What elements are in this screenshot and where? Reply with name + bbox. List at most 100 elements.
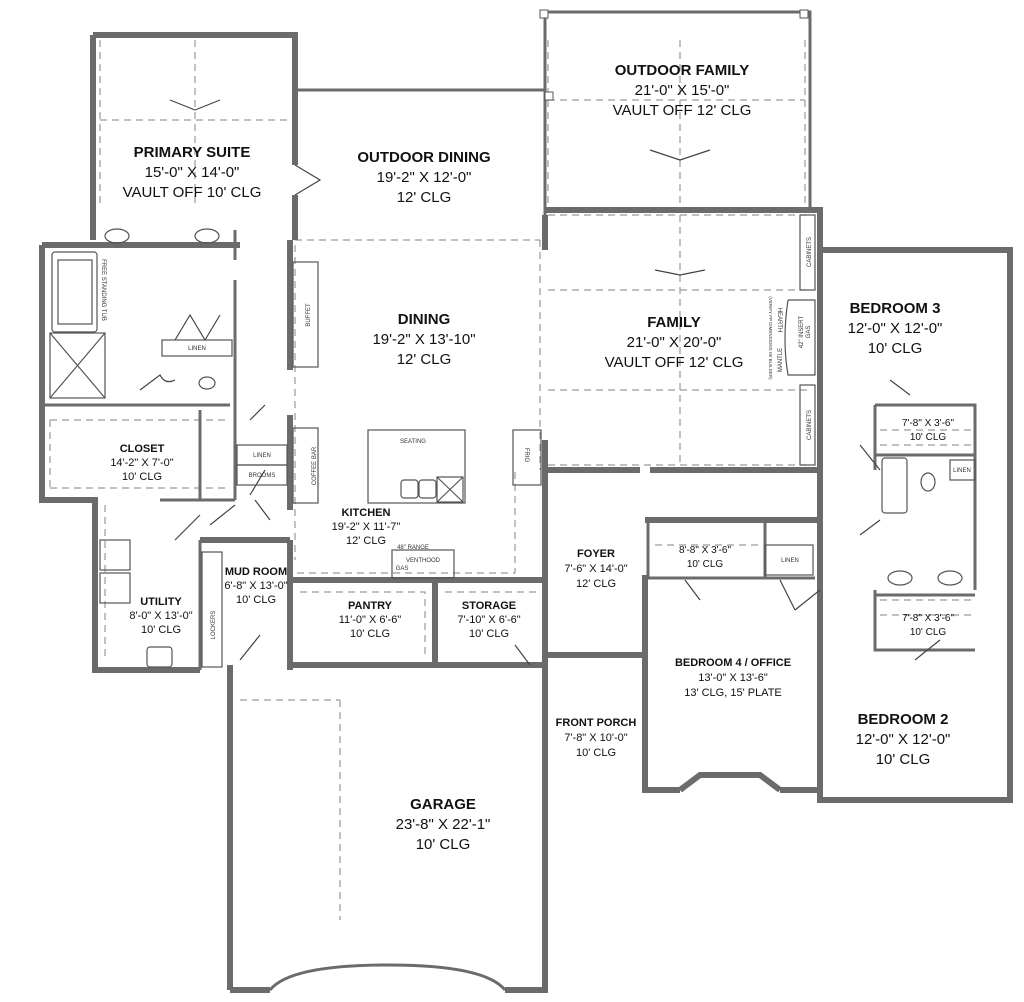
room-label-text: 8'-8" X 3'-6" (679, 545, 732, 556)
coffee-bar-label: COFFEE BAR (312, 446, 318, 485)
doors (139, 99, 941, 666)
room-label-text: 10' CLG (469, 628, 509, 640)
room-kitchen: KITCHEN 19'-2" X 11'-7" 12' CLG (332, 507, 401, 547)
room-label-text: 7'-8" X 3'-6" (902, 613, 955, 624)
room-label-text: FOYER (577, 548, 615, 560)
room-primary-suite: PRIMARY SUITE 15'-0" X 14'-0" VAULT OFF … (123, 144, 262, 201)
room-label-text: BEDROOM 3 (850, 300, 941, 317)
room-label-text: 21'-0" X 15'-0" (635, 82, 730, 99)
walls (39, 9, 1013, 993)
room-label-text: 10' CLG (876, 751, 931, 768)
room-dining: DINING 19'-2" X 13'-10" 12' CLG (372, 311, 475, 368)
room-label-text: 12'-0" X 12'-0" (848, 320, 943, 337)
brooms-label: BROOMS (249, 473, 276, 479)
room-pantry: PANTRY 11'-0" X 6'-6" 10' CLG (339, 600, 402, 640)
room-label-text: 10' CLG (868, 340, 923, 357)
room-label-text: BEDROOM 4 / OFFICE (675, 657, 791, 669)
room-label-text: 21'-0" X 20'-0" (627, 334, 722, 351)
cabinets-label-1: CABINETS (807, 237, 813, 267)
linen-label-2: LINEN (253, 453, 271, 459)
room-label-text: 14'-2" X 7'-0" (110, 457, 173, 469)
room-label-text: STORAGE (462, 600, 516, 612)
closet-bedroom-2: 7'-8" X 3'-6" 10' CLG (902, 613, 955, 638)
room-label-text: 12' CLG (576, 578, 616, 590)
room-label-text: 10' CLG (236, 594, 276, 606)
room-bedroom-4-office: BEDROOM 4 / OFFICE 13'-0" X 13'-6" 13' C… (675, 657, 791, 699)
room-label-text: 10' CLG (576, 747, 616, 759)
mantle-label: MANTLE (778, 348, 784, 372)
room-label-text: 19'-2" X 12'-0" (377, 169, 472, 186)
room-storage: STORAGE 7'-10" X 6'-6" 10' CLG (457, 600, 520, 640)
closet-bedroom-3: 7'-8" X 3'-6" 10' CLG (902, 418, 955, 443)
tub (51, 251, 98, 333)
room-label-text: 7'-6" X 14'-0" (564, 563, 627, 575)
room-label-text: 10' CLG (416, 836, 471, 853)
room-label-text: FRONT PORCH (556, 717, 637, 729)
room-family: FAMILY 21'-0" X 20'-0" VAULT OFF 12' CLG (605, 314, 744, 371)
room-label-text: 15'-0" X 14'-0" (145, 164, 240, 181)
room-label-text: 10' CLG (122, 471, 162, 483)
room-label-text: 10' CLG (687, 559, 724, 570)
room-label-text: 13'-0" X 13'-6" (698, 672, 768, 684)
room-label-text: 7'-8" X 3'-6" (902, 418, 955, 429)
room-label-text: MUD ROOM (225, 566, 287, 578)
gas-label: GAS (396, 566, 409, 572)
room-garage: GARAGE 23'-8" X 22'-1" 10' CLG (396, 796, 491, 853)
room-label-text: 10' CLG (350, 628, 390, 640)
room-label-text: PANTRY (348, 600, 393, 612)
room-outdoor-family: OUTDOOR FAMILY 21'-0" X 15'-0" VAULT OFF… (613, 62, 752, 119)
linen-label: LINEN (188, 346, 206, 352)
insert-label: 42" INSERT (799, 315, 805, 348)
room-label-text: 19'-2" X 13'-10" (372, 331, 475, 348)
frig-label: FRIG (523, 448, 529, 463)
room-label-text: 23'-8" X 22'-1" (396, 816, 491, 833)
room-mud-room: MUD ROOM 6'-8" X 13'-0" 10' CLG (224, 566, 287, 606)
room-label-text: 8'-0" X 13'-0" (129, 610, 192, 622)
room-label-text: OUTDOOR FAMILY (615, 62, 749, 79)
room-label-text: VAULT OFF 10' CLG (123, 184, 262, 201)
ceiling-lines (49, 40, 975, 920)
room-label-text: 19'-2" X 11'-7" (332, 521, 401, 533)
room-label-text: PRIMARY SUITE (134, 144, 251, 161)
insert-gas-label: GAS (806, 326, 812, 339)
room-label-text: BEDROOM 2 (858, 711, 949, 728)
room-label-text: 13' CLG, 15' PLATE (684, 687, 782, 699)
room-label-text: VAULT OFF 12' CLG (605, 354, 744, 371)
room-foyer: FOYER 7'-6" X 14'-0" 12' CLG (564, 548, 627, 590)
room-label-text: UTILITY (140, 596, 182, 608)
shower (49, 332, 106, 399)
linen-label-4: LINEN (781, 558, 799, 564)
room-label-text: 12'-0" X 12'-0" (856, 731, 951, 748)
room-outdoor-dining: OUTDOOR DINING 19'-2" X 12'-0" 12' CLG (357, 149, 490, 206)
room-label-text: 10' CLG (141, 624, 181, 636)
room-label-text: VAULT OFF 12' CLG (613, 102, 752, 119)
closet-8-8: 8'-8" X 3'-6" 10' CLG (679, 545, 732, 570)
room-utility: UTILITY 8'-0" X 13'-0" 10' CLG (129, 596, 192, 636)
seating-label: SEATING (400, 439, 426, 445)
room-label-text: CLOSET (120, 443, 165, 455)
cabinets-label-2: CABINETS (807, 410, 813, 440)
room-label-text: GARAGE (410, 796, 476, 813)
hearth-label: HEARTH (776, 308, 782, 333)
room-label-text: 12' CLG (346, 535, 386, 547)
room-closet: CLOSET 14'-2" X 7'-0" 10' CLG (110, 443, 173, 483)
kitchen-island (367, 429, 466, 504)
room-label-text: 7'-10" X 6'-6" (457, 614, 520, 626)
fireplace (784, 299, 816, 376)
room-bedroom-3: BEDROOM 3 12'-0" X 12'-0" 10' CLG (848, 300, 943, 357)
venthood-label: VENTHOOD (406, 558, 441, 564)
room-label-text: 12' CLG (397, 351, 452, 368)
room-label-text: FAMILY (647, 314, 701, 331)
room-label-text: 11'-0" X 6'-6" (339, 614, 402, 626)
fireplace-note: (VERIFY FP DIMENSIONS W/ BUILDER) (768, 296, 773, 380)
room-label-text: 12' CLG (397, 189, 452, 206)
buffet-label: BUFFET (306, 303, 312, 327)
lockers-label: LOCKERS (211, 611, 217, 640)
room-label-text: DINING (398, 311, 451, 328)
room-label-text: 7'-8" X 10'-0" (564, 732, 627, 744)
room-label-text: OUTDOOR DINING (357, 149, 490, 166)
room-bedroom-2: BEDROOM 2 12'-0" X 12'-0" 10' CLG (856, 711, 951, 768)
tub-label: FREE STANDING TUB (100, 259, 106, 321)
room-label-text: 10' CLG (910, 627, 947, 638)
